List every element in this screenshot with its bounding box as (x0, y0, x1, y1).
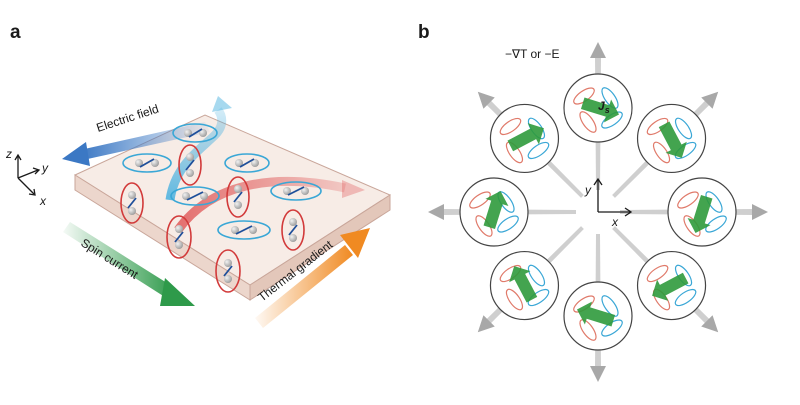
inner-ellipse (705, 215, 727, 233)
spin-arrows-small (127, 128, 305, 277)
axes-triad (14, 153, 41, 196)
panel-a: a z y x Electric field (5, 22, 392, 328)
js-label: Js (598, 99, 610, 115)
axis-y-label: y (41, 161, 49, 175)
spin-current-arrow-b (580, 97, 620, 123)
panel-b-label: b (418, 22, 430, 43)
inner-ellipse (674, 117, 693, 140)
radial-arrow-head (590, 42, 606, 58)
inner-ellipse (579, 319, 597, 341)
spin-current-arrow-b (687, 194, 713, 234)
radial-arrow-head (477, 315, 495, 333)
spin-flow-cyan-head (212, 96, 232, 112)
inner-ellipse (527, 264, 546, 287)
spin-current-arrow-b (658, 121, 687, 158)
inner-ellipse (677, 191, 699, 209)
thermal-gradient-arrow (255, 228, 370, 328)
spin-current-arrow-b (483, 190, 509, 230)
magnon-ellipses (120, 123, 322, 293)
inner-ellipse (527, 288, 550, 307)
inner-ellipse (601, 87, 619, 109)
inner-ellipse (497, 215, 519, 233)
spin-current-arrow-b (576, 301, 616, 327)
spin-current-arrow-b (507, 123, 544, 152)
inner-ellipse (674, 288, 697, 307)
panel-b: b −∇T or −E x y Js (418, 22, 768, 382)
radial-arrow-head (428, 204, 444, 220)
center-axes (593, 177, 633, 217)
spin-circles (459, 73, 737, 351)
spin-flow-red-head (342, 180, 365, 198)
material-slab (73, 114, 392, 301)
inner-ellipse (499, 117, 522, 136)
inner-ellipse (505, 141, 524, 164)
axis-z-label: z (5, 147, 12, 161)
inner-ellipse (527, 141, 550, 160)
spin-current-arrow (63, 222, 195, 306)
inner-ellipse (646, 117, 669, 136)
inner-ellipse (601, 295, 619, 317)
inner-ellipse (505, 288, 524, 311)
radial-arrow-head (701, 315, 719, 333)
inner-ellipse (469, 191, 491, 209)
radial-arrow-head (477, 91, 495, 109)
inner-ellipse (579, 111, 597, 133)
center-axis-y-label: y (584, 183, 592, 197)
spin-flow-red (174, 176, 346, 233)
panel-a-label: a (10, 22, 21, 43)
radial-arrow-head (752, 204, 768, 220)
spin-spheres (128, 129, 309, 283)
spin-current-label: Spin current (78, 236, 141, 283)
inner-ellipse (652, 141, 671, 164)
center-axis-x-label: x (611, 215, 619, 229)
spin-flow-cyan (165, 107, 227, 201)
gradient-label: −∇T or −E (505, 47, 560, 61)
spin-current-arrow-b (652, 272, 689, 301)
radial-arrow-head (590, 366, 606, 382)
electric-field-arrow (62, 122, 210, 166)
spin-current-arrow-b (509, 266, 538, 303)
electric-field-label: Electric field (95, 102, 161, 135)
radial-arrow-head (701, 91, 719, 109)
inner-ellipse (646, 264, 669, 283)
axis-x-label: x (39, 194, 47, 208)
